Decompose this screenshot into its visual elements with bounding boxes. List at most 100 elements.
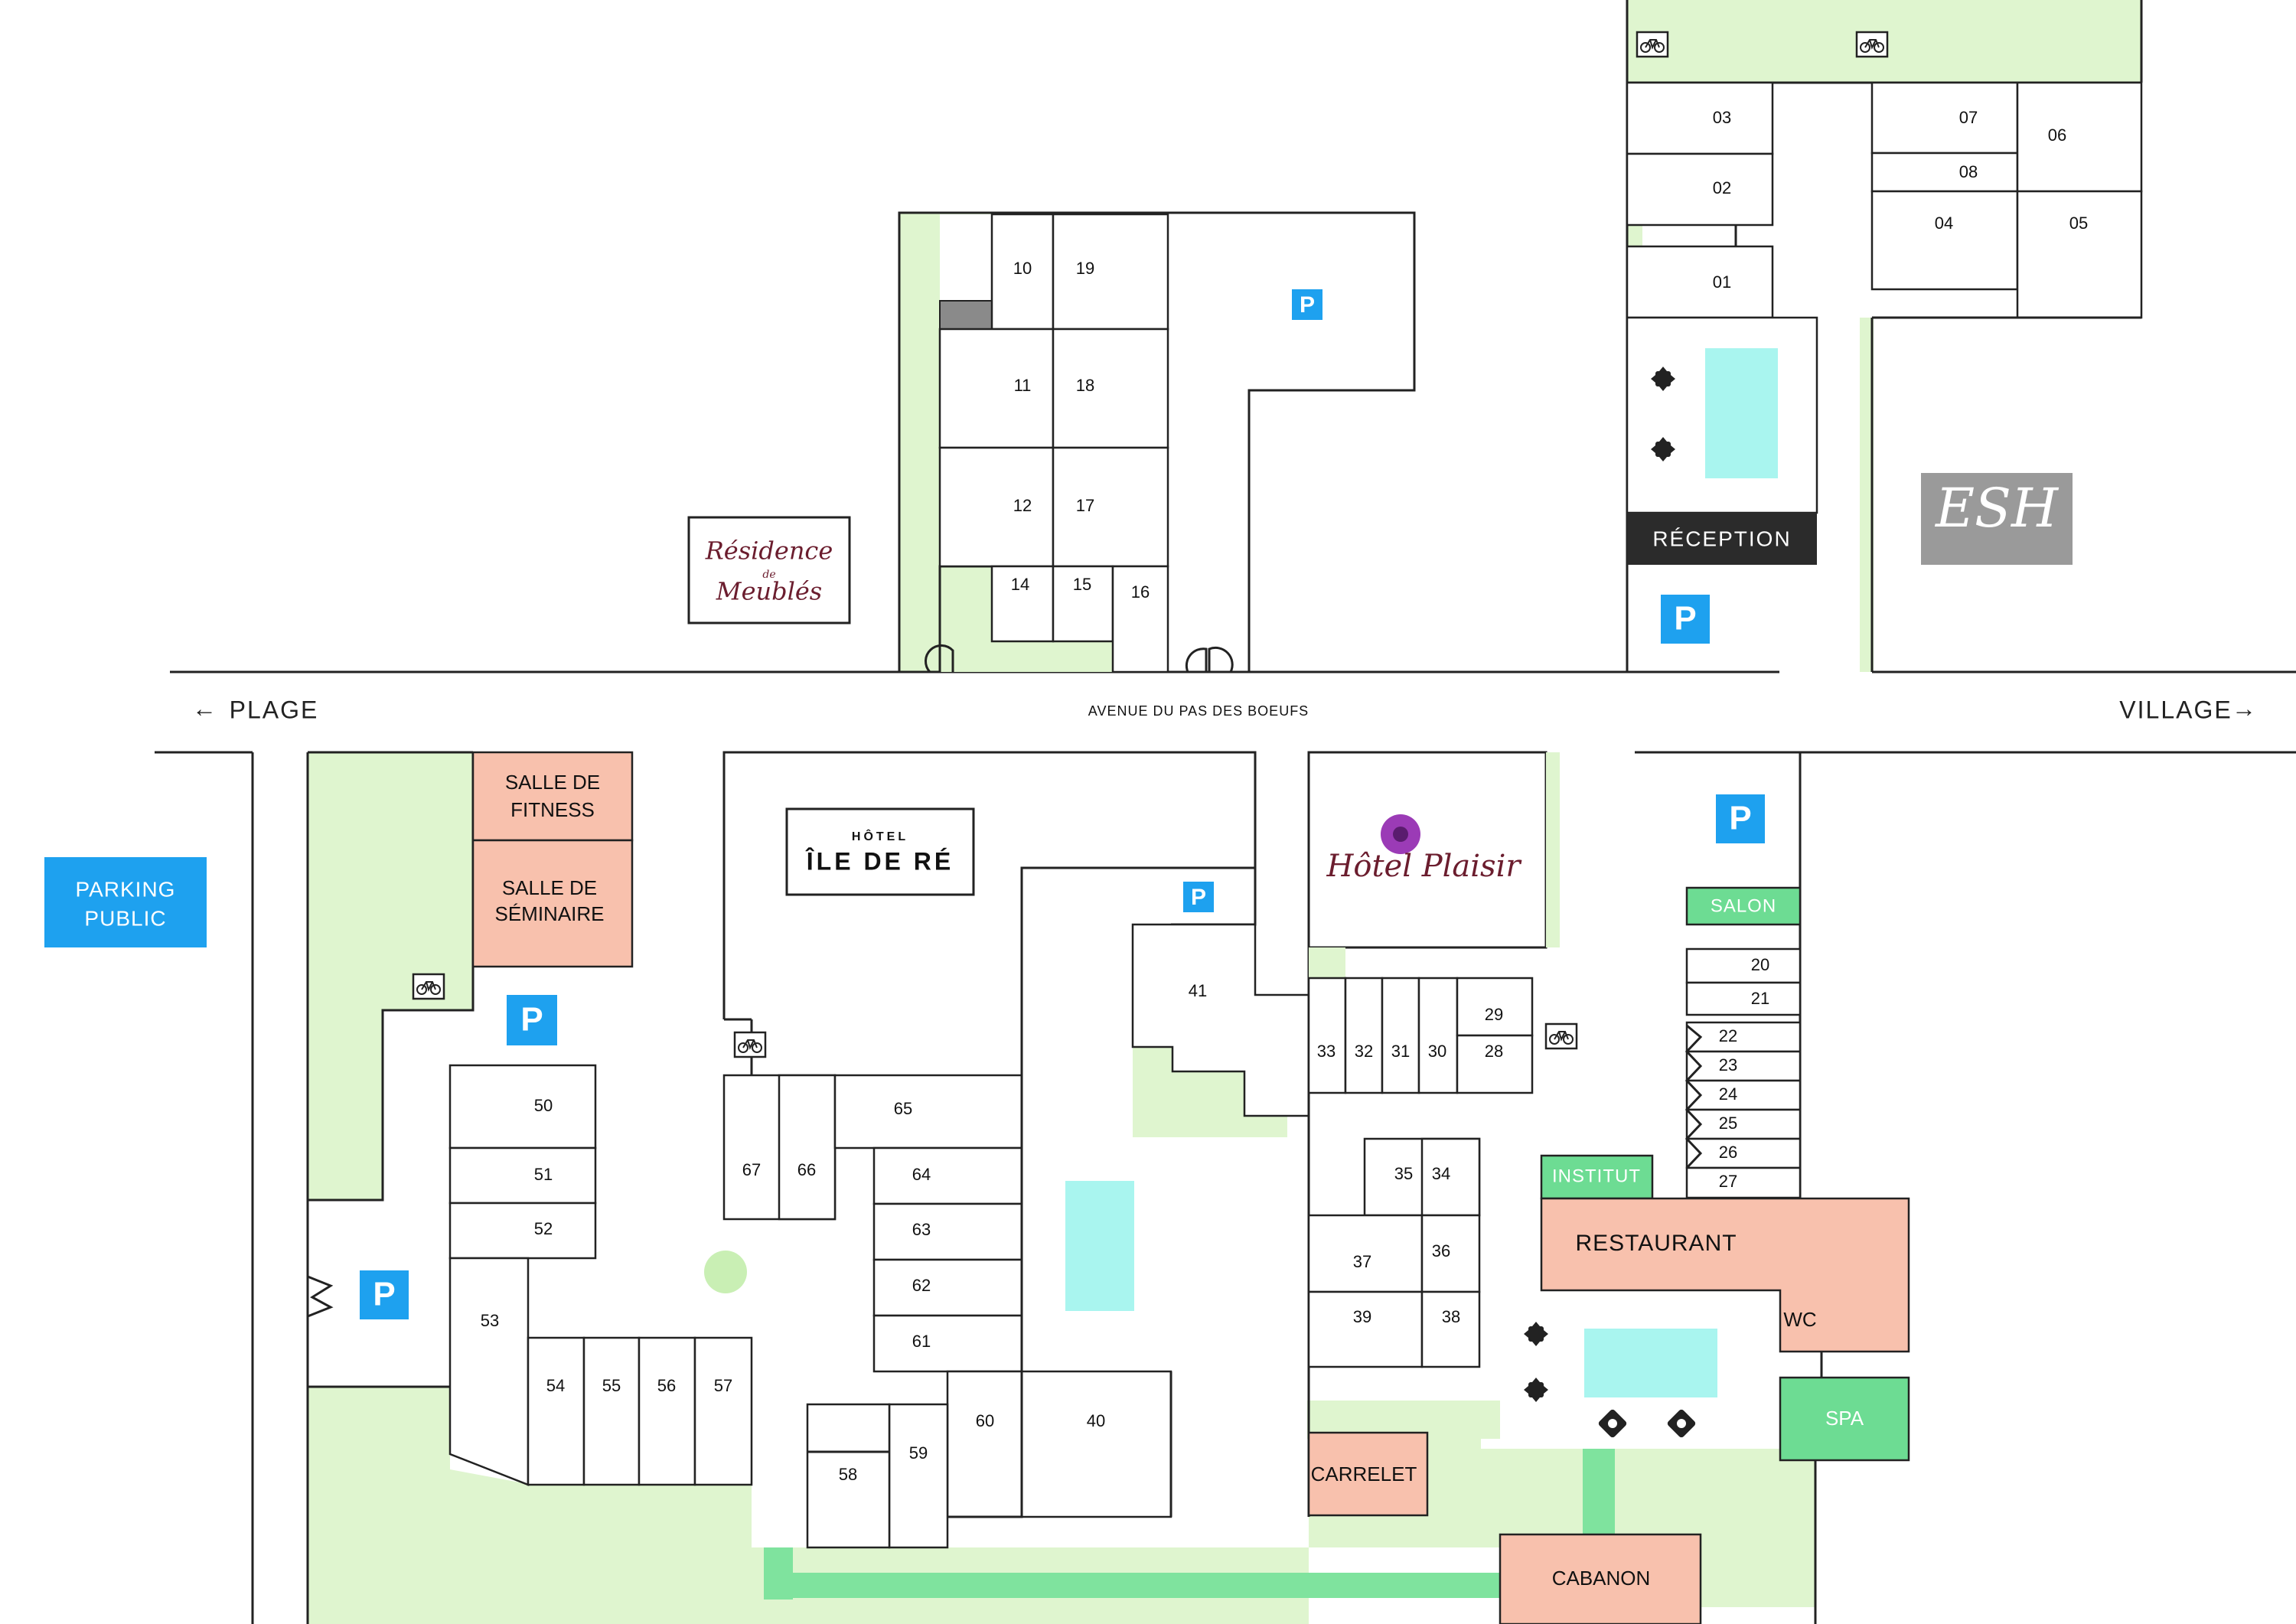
room-39[interactable] bbox=[1307, 1290, 1424, 1368]
residence-de: de bbox=[762, 569, 775, 581]
room-11[interactable] bbox=[938, 328, 1055, 449]
room-11-label: 11 bbox=[1014, 376, 1032, 395]
room-14[interactable] bbox=[990, 565, 1055, 643]
room-66[interactable] bbox=[778, 1074, 837, 1221]
seminaire-label-2: SÉMINAIRE bbox=[494, 902, 604, 925]
room-63[interactable] bbox=[872, 1202, 1023, 1261]
room-24[interactable] bbox=[1685, 1079, 1802, 1111]
room-50[interactable] bbox=[448, 1064, 597, 1150]
parking-icon-west bbox=[507, 995, 557, 1045]
room-20-label: 20 bbox=[1751, 955, 1769, 974]
restaurant[interactable] bbox=[1540, 1197, 1910, 1353]
public-parking-sign bbox=[44, 857, 207, 947]
fitness-label-1: SALLE DE bbox=[505, 771, 600, 794]
room-64[interactable] bbox=[872, 1146, 1023, 1205]
spa[interactable] bbox=[1779, 1376, 1910, 1462]
room-28-label: 28 bbox=[1485, 1042, 1503, 1061]
parking-icon-southwest bbox=[360, 1270, 409, 1319]
room-01[interactable] bbox=[1626, 245, 1774, 319]
room-06[interactable] bbox=[2016, 81, 2143, 193]
building-41: 41 bbox=[1131, 752, 1310, 1517]
room-16[interactable] bbox=[1111, 565, 1169, 673]
room-33[interactable] bbox=[1307, 977, 1347, 1094]
hotel-ile-de-re-title: ÎLE DE RÉ bbox=[805, 847, 954, 875]
room-04[interactable] bbox=[1870, 190, 2019, 291]
room-34[interactable] bbox=[1420, 1137, 1481, 1217]
salon[interactable] bbox=[1685, 886, 1802, 926]
parking-label-southwest: P bbox=[373, 1276, 395, 1313]
room-54-label: 54 bbox=[546, 1376, 565, 1395]
room-52[interactable] bbox=[448, 1202, 597, 1260]
reception-banner bbox=[1627, 513, 1817, 565]
room-31[interactable] bbox=[1381, 977, 1420, 1094]
room-27[interactable] bbox=[1685, 1166, 1802, 1199]
sun-lounger-icon bbox=[1524, 1378, 1548, 1402]
room-23[interactable] bbox=[1685, 1050, 1802, 1082]
room-18-label: 18 bbox=[1076, 376, 1094, 395]
room-28[interactable] bbox=[1456, 1034, 1534, 1094]
bike-icon bbox=[1855, 31, 1889, 58]
room-17[interactable] bbox=[1052, 446, 1169, 568]
room-24-label: 24 bbox=[1719, 1084, 1737, 1104]
room-56-label: 56 bbox=[657, 1376, 676, 1395]
room-56[interactable] bbox=[638, 1336, 696, 1486]
room-32-label: 32 bbox=[1355, 1042, 1373, 1061]
cabanon[interactable] bbox=[1499, 1533, 1702, 1624]
room-36[interactable] bbox=[1420, 1214, 1481, 1293]
institut-label: INSTITUT bbox=[1552, 1166, 1641, 1186]
institut[interactable] bbox=[1540, 1154, 1654, 1200]
room-20[interactable] bbox=[1685, 947, 1802, 984]
room-41[interactable] bbox=[1131, 923, 1310, 1117]
room-58[interactable] bbox=[806, 1403, 891, 1549]
salle-fitness[interactable] bbox=[471, 751, 634, 842]
salle-seminaire[interactable] bbox=[471, 839, 634, 968]
room-60[interactable] bbox=[946, 1370, 1023, 1518]
room-54[interactable] bbox=[527, 1336, 585, 1486]
room-05[interactable] bbox=[2016, 190, 2143, 319]
room-01-label: 01 bbox=[1713, 272, 1731, 292]
room-18[interactable] bbox=[1052, 328, 1169, 449]
room-61[interactable] bbox=[872, 1314, 1023, 1373]
room-07[interactable] bbox=[1870, 81, 2019, 155]
room-39-label: 39 bbox=[1353, 1307, 1371, 1326]
room-62-label: 62 bbox=[912, 1276, 931, 1295]
room-59[interactable] bbox=[888, 1403, 949, 1549]
parking-label-center: P bbox=[1191, 885, 1206, 910]
room-31-label: 31 bbox=[1391, 1042, 1410, 1061]
room-59-label: 59 bbox=[909, 1443, 928, 1463]
room-08[interactable] bbox=[1870, 152, 2019, 193]
parking-icon-north-center bbox=[1292, 289, 1322, 320]
room-03[interactable] bbox=[1626, 81, 1774, 155]
room-12[interactable] bbox=[938, 446, 1055, 568]
garden-south bbox=[308, 1387, 1815, 1624]
room-58-label: 58 bbox=[839, 1465, 857, 1484]
carrelet[interactable] bbox=[1307, 1431, 1429, 1517]
bike-icon bbox=[1636, 31, 1669, 58]
room-38[interactable] bbox=[1420, 1290, 1481, 1368]
room-66-label: 66 bbox=[797, 1160, 816, 1179]
parking-icon-reception bbox=[1661, 595, 1710, 644]
room-37[interactable] bbox=[1307, 1214, 1424, 1293]
room-53[interactable] bbox=[448, 1257, 530, 1486]
room-26[interactable] bbox=[1685, 1137, 1802, 1169]
room-19[interactable] bbox=[1052, 213, 1169, 331]
room-62[interactable] bbox=[872, 1258, 1023, 1317]
room-51[interactable] bbox=[448, 1146, 597, 1205]
room-65[interactable] bbox=[833, 1074, 1023, 1150]
room-25[interactable] bbox=[1685, 1108, 1802, 1140]
room-40[interactable] bbox=[1020, 1370, 1172, 1518]
room-30[interactable] bbox=[1417, 977, 1459, 1094]
parking-icon-center bbox=[1183, 882, 1214, 912]
room-27-label: 27 bbox=[1719, 1172, 1737, 1191]
room-22[interactable] bbox=[1685, 1021, 1802, 1053]
parking-label-reception: P bbox=[1674, 600, 1696, 638]
room-55[interactable] bbox=[582, 1336, 641, 1486]
garden-tree bbox=[704, 1251, 747, 1293]
room-02[interactable] bbox=[1626, 152, 1774, 227]
room-32[interactable] bbox=[1344, 977, 1384, 1094]
room-21[interactable] bbox=[1685, 981, 1802, 1016]
room-57[interactable] bbox=[693, 1336, 753, 1486]
room-15[interactable] bbox=[1052, 565, 1114, 643]
room-36-label: 36 bbox=[1432, 1241, 1450, 1260]
seminaire-label-1: SALLE DE bbox=[502, 876, 597, 899]
